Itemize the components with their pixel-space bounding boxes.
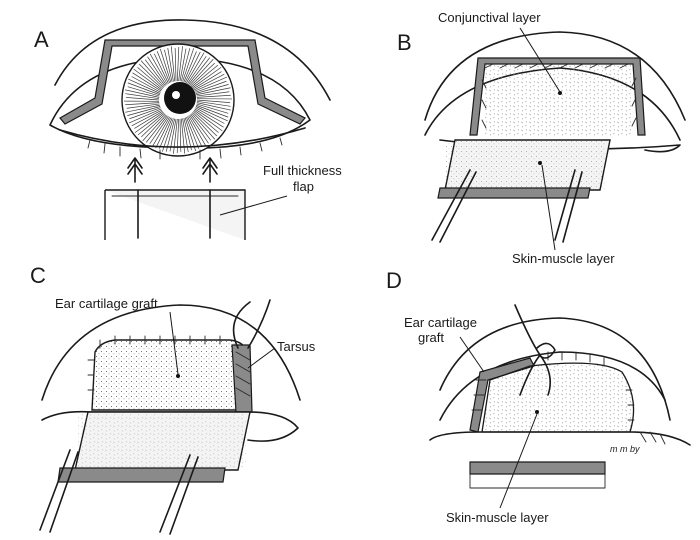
panel-b-lid-frame (469, 57, 646, 136)
panel-d-suture-thread (514, 304, 551, 396)
panel-a-leader (219, 195, 288, 216)
panel-a-lower-lashes (87, 137, 283, 160)
panel-d-leader-skin-muscle (499, 413, 538, 509)
panel-a: A Full thickness flap (34, 19, 342, 240)
panel-a-lid-notch (59, 39, 306, 125)
panel-b-leader-conjunctival (519, 27, 561, 93)
panel-b-lid-crease (424, 31, 686, 121)
panel-c-flap-edge (57, 467, 226, 483)
panel-b-forceps-left (431, 169, 477, 243)
panel-d-skin-muscle-layer (481, 362, 635, 433)
panel-d-sutures (547, 351, 635, 421)
panel-a-arrows (127, 157, 218, 183)
panel-d: D m m by Ear cartilage graft Skin-muscle… (386, 268, 691, 525)
panel-a-full-thickness-flap (104, 189, 246, 240)
panel-d-eye-outline (439, 351, 666, 421)
panel-b-label-conjunctival: Conjunctival layer (438, 10, 541, 25)
panel-d-signature: m m by (610, 444, 640, 454)
panel-c-forceps-left (39, 449, 79, 533)
panel-d-lower-flap (469, 461, 606, 489)
panel-c: C Ear cartilage graft Tarsus (30, 263, 316, 535)
panel-c-label-cartilage: Ear cartilage graft (55, 296, 158, 311)
panel-d-leader-cartilage (459, 336, 485, 373)
panel-b-conjunctival-layer (485, 64, 633, 136)
panel-d-label-skin-muscle: Skin-muscle layer (446, 510, 549, 525)
panel-a-lid-crease (54, 19, 331, 101)
panel-b-flap-texture (445, 140, 605, 190)
panel-b-skin-dot (538, 161, 542, 165)
panel-b: B Conjunctival layer Skin-muscle layer (397, 10, 686, 266)
panel-c-graft-dot (176, 374, 180, 378)
panel-a-label-line1: Full thickness (263, 163, 342, 178)
panel-c-lid-crease (41, 304, 301, 401)
panel-c-letter: C (30, 263, 46, 288)
panel-c-forceps-right (159, 454, 199, 535)
panel-d-label-cartilage-line2: graft (418, 330, 444, 345)
panel-c-label-tarsus: Tarsus (277, 339, 316, 354)
panel-b-forceps-right (554, 169, 583, 243)
panel-c-leader-cartilage (169, 311, 179, 375)
panel-c-leader-tarsus (247, 347, 276, 369)
panel-b-label-skin-muscle: Skin-muscle layer (512, 251, 615, 266)
panel-d-lower-lid (429, 431, 691, 446)
panel-d-skin-dot (535, 410, 539, 414)
panel-d-label-cartilage-line1: Ear cartilage (404, 315, 477, 330)
panel-d-lid-crease (439, 317, 671, 421)
panel-a-label-line2: flap (293, 179, 314, 194)
panel-a-eye-outline (49, 57, 311, 149)
panel-c-tarsus-stitches (235, 351, 251, 397)
panel-c-flap-texture (78, 414, 246, 469)
panel-d-graft-hatching (471, 379, 487, 411)
panel-c-lower-lid (41, 410, 299, 442)
panel-d-lower-lid-edge (469, 461, 606, 475)
panel-b-sutures (481, 63, 637, 129)
panel-d-needle (536, 342, 556, 359)
panel-a-letter: A (34, 27, 49, 52)
panel-d-lashes (639, 431, 666, 445)
panel-b-conjunctival-dot (558, 91, 562, 95)
panel-b-leader-skin-muscle (541, 164, 556, 251)
panel-c-sutures (87, 335, 221, 391)
panel-c-suture-thread (232, 299, 271, 349)
panel-a-lower-lid (59, 127, 306, 148)
panel-d-letter: D (386, 268, 402, 293)
panel-b-flap-edge (437, 187, 591, 199)
panel-b-letter: B (397, 30, 412, 55)
panel-c-ear-cartilage-graft (91, 339, 249, 411)
panel-a-iris (121, 43, 235, 157)
panel-a-flap-cuts (137, 189, 211, 239)
